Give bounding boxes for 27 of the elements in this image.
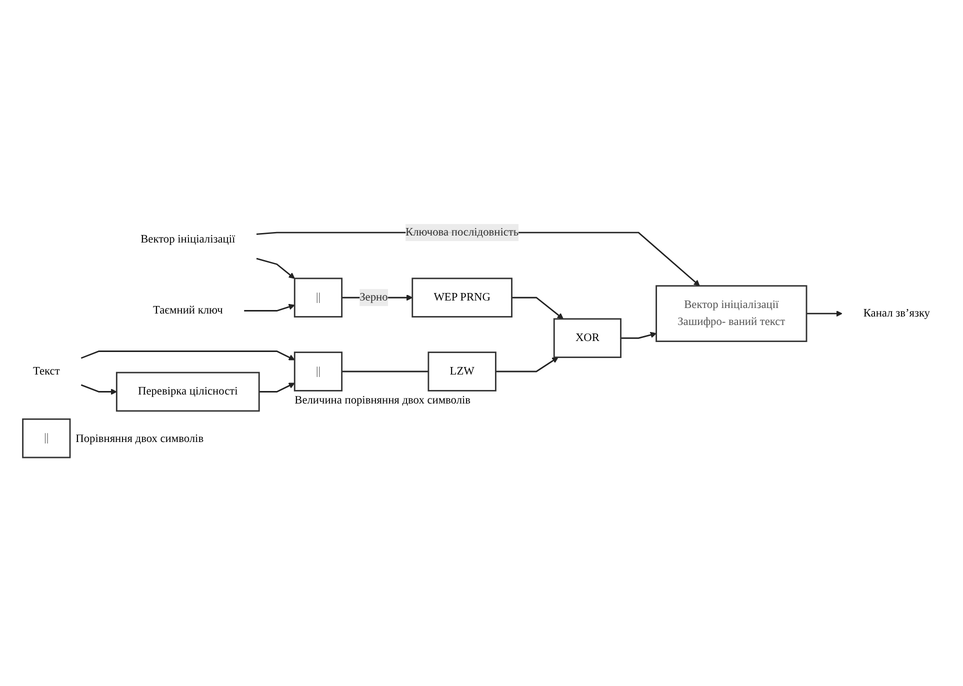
node-text: Вектор ініціалізації xyxy=(140,233,236,246)
node-box: Вектор ініціалізації Зашифро- ваний текст xyxy=(656,285,808,342)
node-box: || xyxy=(22,418,71,458)
node-text: Таємний ключ xyxy=(152,304,223,316)
node-box: Перевірка цілісності xyxy=(116,372,260,412)
node-box: || xyxy=(294,278,343,318)
arrow xyxy=(496,357,558,372)
node-box: WEP PRNG xyxy=(412,278,512,318)
arrow xyxy=(256,232,700,286)
node-box: || xyxy=(294,352,343,392)
edge-label: Ключова послідовність xyxy=(406,226,519,238)
arrow xyxy=(256,258,295,279)
node-caption: Величина порівняння двох символів xyxy=(294,394,471,406)
node-box: XOR xyxy=(553,318,622,358)
connector xyxy=(342,370,428,372)
arrow xyxy=(80,384,117,395)
arrow xyxy=(512,296,564,320)
node-text: Канал зв’язку xyxy=(863,307,930,320)
node-caption: Порівняння двох символів xyxy=(76,432,204,445)
arrow xyxy=(259,382,295,392)
arrow xyxy=(244,304,295,312)
node-box: LZW xyxy=(428,352,496,392)
arrow xyxy=(620,332,657,339)
edge-label: Зерно xyxy=(360,291,388,304)
arrow xyxy=(80,350,295,360)
node-text: Текст xyxy=(33,365,60,378)
arrow xyxy=(806,310,842,317)
